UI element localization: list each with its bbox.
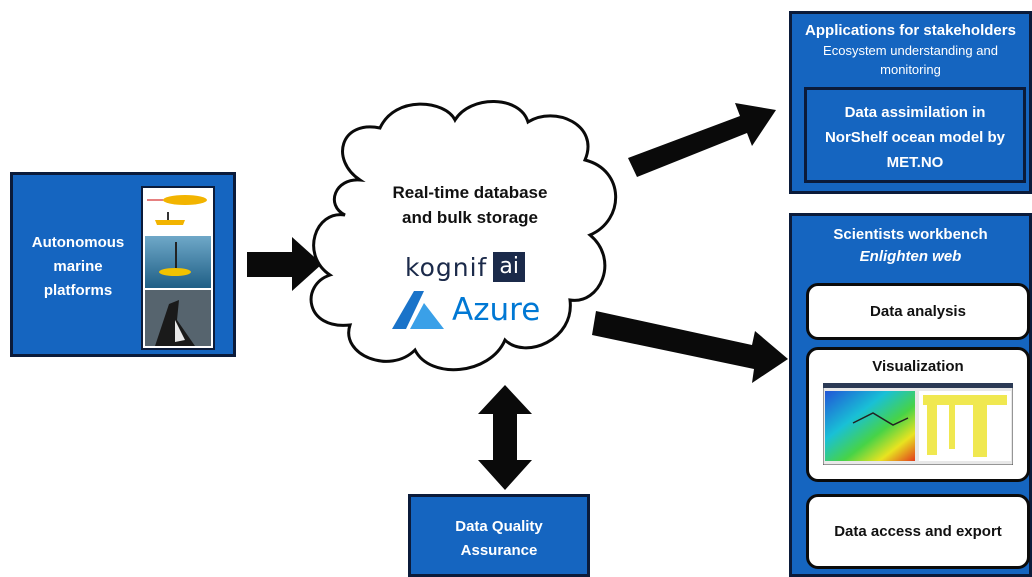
platforms-box: Autonomous marine platforms [10, 172, 236, 357]
azure-logo: Azure [388, 288, 540, 332]
assimilation-line1: Data assimilation in [844, 104, 986, 121]
visualization-card[interactable]: Visualization [806, 347, 1030, 482]
quality-box: Data Quality Assurance [408, 494, 590, 577]
azure-logo-text: Azure [452, 292, 541, 328]
azure-icon [392, 291, 444, 329]
data-analysis-card[interactable]: Data analysis [806, 283, 1030, 340]
cloud-title: Real-time database and bulk storage [360, 180, 580, 230]
platform-photos [141, 186, 215, 350]
arrow-cloud-quality-bidirectional [478, 385, 532, 490]
quality-line2: Assurance [460, 542, 538, 559]
cloud-title-line1: Real-time database [392, 183, 548, 202]
stakeholders-title: Applications for stakeholders [805, 22, 1016, 39]
platforms-label: Autonomous marine platforms [17, 231, 139, 303]
kognifai-logo-text: kognif [405, 252, 488, 282]
quality-line1: Data Quality [455, 518, 543, 535]
data-access-card[interactable]: Data access and export [806, 494, 1030, 569]
data-assimilation-box: Data assimilation in NorShelf ocean mode… [804, 87, 1026, 183]
fish-tag-photo [145, 290, 211, 346]
kognifai-logo: kognif ai [405, 252, 525, 282]
stakeholders-box: Applications for stakeholders Ecosystem … [789, 11, 1032, 194]
arrow-cloud-to-stakeholders [628, 103, 776, 177]
kognifai-logo-ai: ai [493, 252, 525, 282]
visualization-screenshot [823, 383, 1013, 465]
platforms-label-line2: marine [53, 258, 103, 275]
workbench-subtitle: Enlighten web [859, 248, 962, 265]
arrow-cloud-to-workbench [592, 311, 788, 383]
workbench-title: Scientists workbench [833, 226, 988, 243]
visualization-label: Visualization [872, 358, 964, 375]
platforms-label-line3: platforms [43, 282, 113, 299]
data-analysis-label: Data analysis [870, 303, 966, 320]
glider-photo [145, 190, 211, 234]
stakeholders-subtitle-line2: monitoring [880, 62, 941, 77]
sailbuoy-photo [145, 236, 211, 288]
assimilation-line2: NorShelf ocean model by [824, 129, 1006, 146]
cloud-title-line2: and bulk storage [401, 208, 539, 227]
data-access-label: Data access and export [834, 523, 1002, 540]
assimilation-line3: MET.NO [886, 154, 944, 171]
stakeholders-subtitle: Ecosystem understanding and monitoring [792, 41, 1029, 79]
stakeholders-subtitle-line1: Ecosystem understanding and [823, 43, 998, 58]
platforms-label-line1: Autonomous [31, 234, 125, 251]
arrow-platforms-to-cloud [247, 237, 322, 291]
